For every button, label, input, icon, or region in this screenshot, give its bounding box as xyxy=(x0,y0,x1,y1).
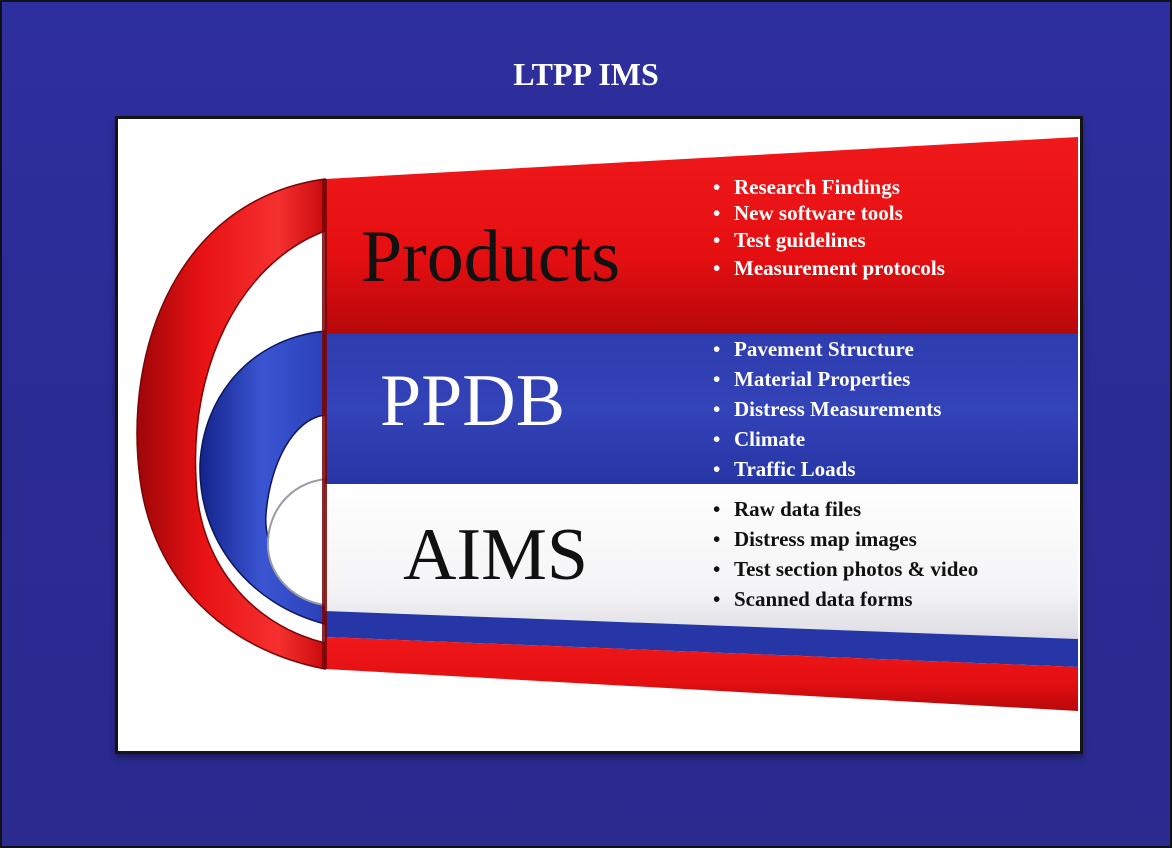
svg-text:•: • xyxy=(713,228,720,252)
products-bullet: New software tools xyxy=(734,201,903,225)
svg-text:•: • xyxy=(713,527,720,551)
svg-text:•: • xyxy=(713,256,720,280)
ppdb-bullet: Material Properties xyxy=(734,367,910,391)
svg-text:•: • xyxy=(713,587,720,611)
diagram-panel: Products PPDB AIMS • Research Findings •… xyxy=(115,116,1083,754)
svg-text:•: • xyxy=(713,397,720,421)
ppdb-label: PPDB xyxy=(380,360,565,442)
svg-text:•: • xyxy=(713,557,720,581)
ppdb-bullet: Pavement Structure xyxy=(734,337,914,361)
svg-text:•: • xyxy=(713,201,720,225)
ppdb-bullets: • Pavement Structure • Material Properti… xyxy=(713,337,941,481)
aims-bullet: Scanned data forms xyxy=(734,587,913,611)
bottom-blue-stripe xyxy=(325,611,1078,667)
red-arc-shape xyxy=(136,178,326,670)
white-arc-shape xyxy=(266,477,326,607)
aims-label: AIMS xyxy=(403,514,588,596)
svg-text:•: • xyxy=(713,175,720,199)
products-label: Products xyxy=(361,216,620,298)
products-bullet: Test guidelines xyxy=(734,228,866,252)
aims-bullet: Raw data files xyxy=(734,497,861,521)
svg-text:•: • xyxy=(713,367,720,391)
svg-text:•: • xyxy=(713,457,720,481)
products-bullets: • Research Findings • New software tools… xyxy=(713,175,945,280)
products-bullet: Measurement protocols xyxy=(734,256,945,280)
ppdb-bullet: Distress Measurements xyxy=(734,397,941,421)
ppdb-bullet: Traffic Loads xyxy=(734,457,856,481)
ims-diagram: Products PPDB AIMS • Research Findings •… xyxy=(136,137,1078,711)
aims-bullet: Test section photos & video xyxy=(734,557,978,581)
ppdb-band xyxy=(325,333,1078,484)
svg-text:•: • xyxy=(713,427,720,451)
blue-arc-shape xyxy=(199,330,326,625)
slide-title: LTPP IMS xyxy=(513,56,659,92)
products-band xyxy=(325,137,1078,333)
aims-band xyxy=(325,484,1078,639)
aims-bullet: Distress map images xyxy=(734,527,917,551)
svg-text:•: • xyxy=(713,497,720,521)
ppdb-bullet: Climate xyxy=(734,427,805,451)
aims-bullets: • Raw data files • Distress map images •… xyxy=(713,497,978,611)
svg-text:•: • xyxy=(713,337,720,361)
bottom-red-lip xyxy=(325,637,1078,711)
products-bullet: Research Findings xyxy=(734,175,900,199)
seam-line xyxy=(322,179,327,669)
